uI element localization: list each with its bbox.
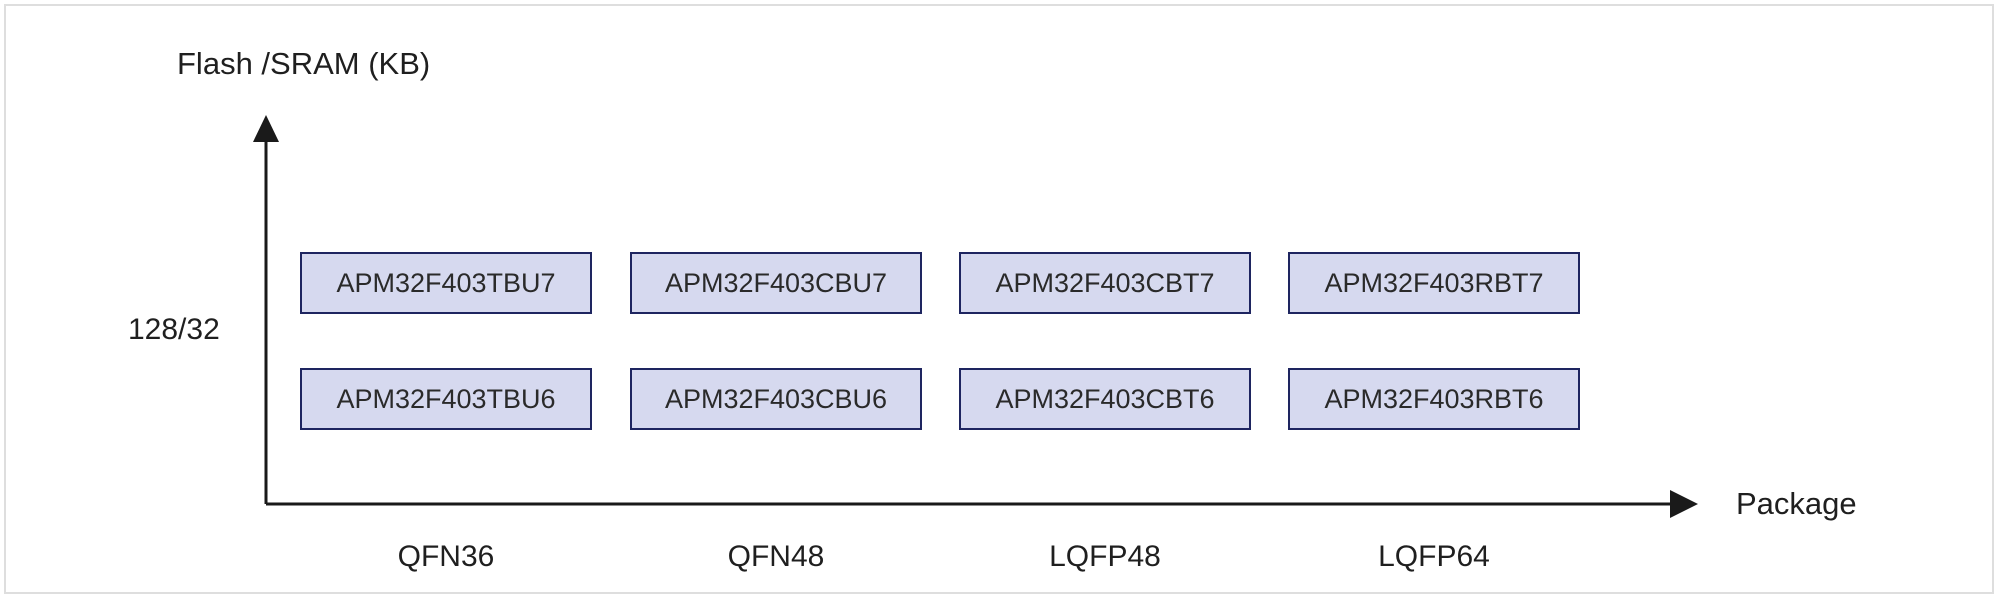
part-box-apm32f403rbt7: APM32F403RBT7: [1288, 252, 1580, 314]
part-box-apm32f403tbu6: APM32F403TBU6: [300, 368, 592, 430]
part-box-apm32f403rbt6: APM32F403RBT6: [1288, 368, 1580, 430]
x-tick-qfn48: QFN48: [727, 540, 825, 573]
part-box-apm32f403cbu6: APM32F403CBU6: [630, 368, 922, 430]
part-box-apm32f403cbt7: APM32F403CBT7: [959, 252, 1251, 314]
part-box-apm32f403cbu7: APM32F403CBU7: [630, 252, 922, 314]
x-tick-lqfp64: LQFP64: [1378, 540, 1490, 573]
part-box-apm32f403cbt6: APM32F403CBT6: [959, 368, 1251, 430]
part-box-apm32f403tbu7: APM32F403TBU7: [300, 252, 592, 314]
x-tick-lqfp48: LQFP48: [1049, 540, 1161, 573]
y-axis-title: Flash /SRAM (KB): [177, 46, 431, 81]
x-tick-qfn36: QFN36: [397, 540, 495, 573]
y-tick-label: 128/32: [128, 313, 220, 346]
x-axis-title: Package: [1736, 486, 1857, 521]
diagram-frame: [4, 4, 1994, 594]
x-axis-arrowhead: [1670, 490, 1698, 518]
y-axis-arrowhead: [253, 115, 279, 142]
